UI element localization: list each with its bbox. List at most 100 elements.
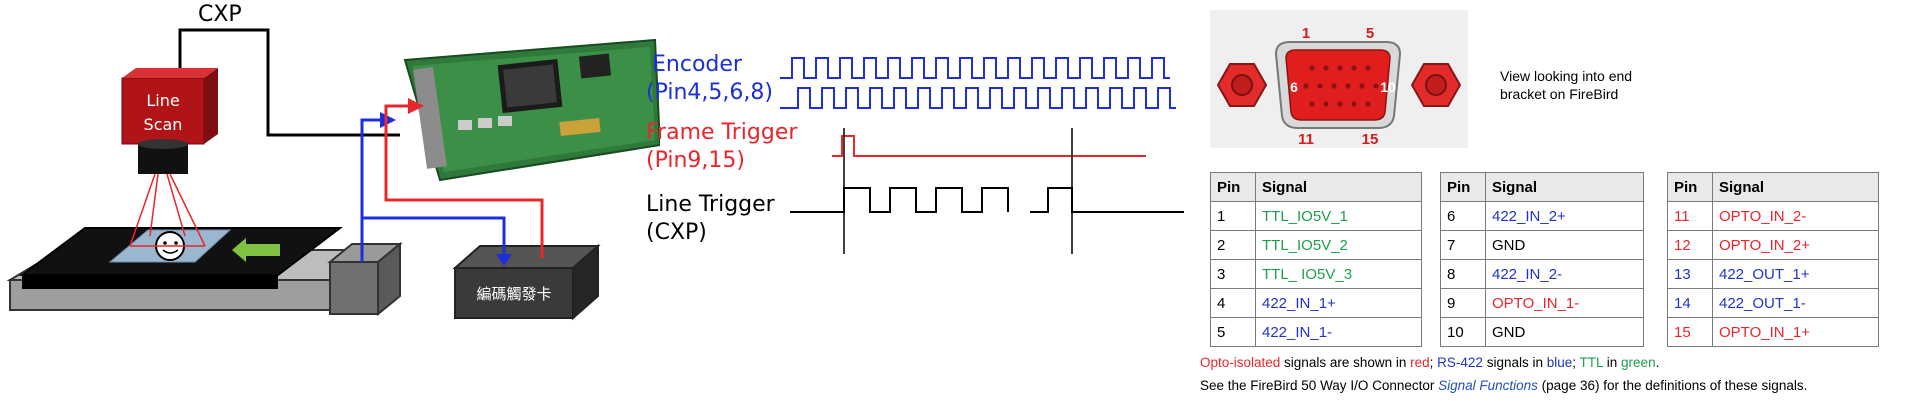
header-pin: Pin [1210,172,1256,202]
legend-ttl: TTL [1579,355,1604,370]
pin-label-1: 1 [1302,25,1310,42]
pin-number: 12 [1667,230,1713,260]
line-trigger-label: Line Trigger [646,192,775,217]
pin-number: 2 [1210,230,1256,260]
encoder-waveform-a [780,57,1170,79]
screw-left [1216,63,1268,107]
signal-name: 422_IN_1+ [1255,288,1422,318]
frame-trigger-label: Frame Trigger [646,120,798,145]
legend-text: ; [1429,355,1438,370]
signal-name: OPTO_IN_1- [1485,288,1644,318]
signal-name: TTL_ IO5V_3 [1255,259,1422,289]
encoder-waveform-b [780,87,1176,109]
pin-number: 3 [1210,259,1256,289]
pin-number: 5 [1210,317,1256,347]
signal-functions-link[interactable]: Signal Functions [1438,378,1538,393]
cxp-label: CXP [198,2,242,27]
scan-lines [129,173,206,247]
pin-number: 6 [1440,201,1486,231]
encoder-label: Encoder [652,52,742,77]
pin-number: 4 [1210,288,1256,318]
camera-label-scan: Scan [144,115,183,134]
signal-name: 422_IN_2- [1485,259,1644,289]
line-scan-camera [121,68,218,174]
trigger-card-box [452,243,601,321]
signal-name: OPTO_IN_2+ [1712,230,1879,260]
legend-text: in [1603,355,1622,370]
connector-caption-line2: bracket on FireBird [1500,86,1619,102]
firebird-connector: 1 5 6 10 11 15 [1210,10,1468,148]
cxp-cable [178,28,400,137]
header-signal: Signal [1712,172,1879,202]
legend-red: red [1410,355,1430,370]
signal-name: 422_IN_2+ [1485,201,1644,231]
pin-number: 15 [1667,317,1713,347]
pin-number: 11 [1667,201,1713,231]
header-signal: Signal [1485,172,1644,202]
timing-waveforms [780,57,1184,254]
pin-label-11: 11 [1298,131,1314,148]
pin-number: 10 [1440,317,1486,347]
legend-rs422: RS-422 [1437,355,1483,370]
connector-caption-line1: View looking into end [1500,68,1633,84]
trigger-card-label: 編碼觸發卡 [476,285,551,303]
signal-name: 422_OUT_1+ [1712,259,1879,289]
legend-green: green [1621,355,1656,370]
legend-text: signals in [1482,355,1547,370]
frame-trigger-waveform [832,135,1146,157]
signal-name: 422_IN_1- [1255,317,1422,347]
line-trigger-sub-label: (CXP) [646,220,707,245]
blue-arrowhead-card [380,112,396,128]
pin-number: 14 [1667,288,1713,318]
header-signal: Signal [1255,172,1422,202]
signal-name: 422_OUT_1- [1712,288,1879,318]
screw-right [1410,63,1462,107]
signal-name: OPTO_IN_1+ [1712,317,1879,347]
pin-number: 13 [1667,259,1713,289]
signal-name: TTL_IO5V_1 [1255,201,1422,231]
pin-label-10: 10 [1380,79,1396,95]
legend-blue: blue [1546,355,1573,370]
encoder-pins-label: (Pin4,5,6,8) [646,80,773,105]
legend-text: . [1655,355,1660,370]
signal-name: GND [1485,317,1644,347]
red-wiring [384,104,544,258]
line-trigger-waveform [790,187,1184,213]
blue-arrowhead-trigger [496,254,512,266]
legend-opto: Opto-isolated [1200,355,1281,370]
signal-name: OPTO_IN_2- [1712,201,1879,231]
header-pin: Pin [1667,172,1713,202]
red-arrowhead [408,98,424,114]
setup-diagram: Line Scan 編碼觸發卡 [6,28,660,321]
pin-label-15: 15 [1362,131,1379,148]
pin-label-6: 6 [1290,79,1298,95]
frame-trigger-pins-label: (Pin9,15) [646,148,745,173]
pin-number: 1 [1210,201,1256,231]
frame-grabber-card [403,38,660,182]
pin-number: 9 [1440,288,1486,318]
note-text: See the FireBird 50 Way I/O Connector [1200,378,1439,393]
header-pin: Pin [1440,172,1486,202]
signal-color-legend: Opto-isolated signals are shown in red; … [1200,355,1659,370]
encoder-box [327,241,403,317]
pin-number: 8 [1440,259,1486,289]
direction-arrow [232,238,280,262]
legend-text: ; [1572,355,1580,370]
signal-name: TTL_IO5V_2 [1255,230,1422,260]
